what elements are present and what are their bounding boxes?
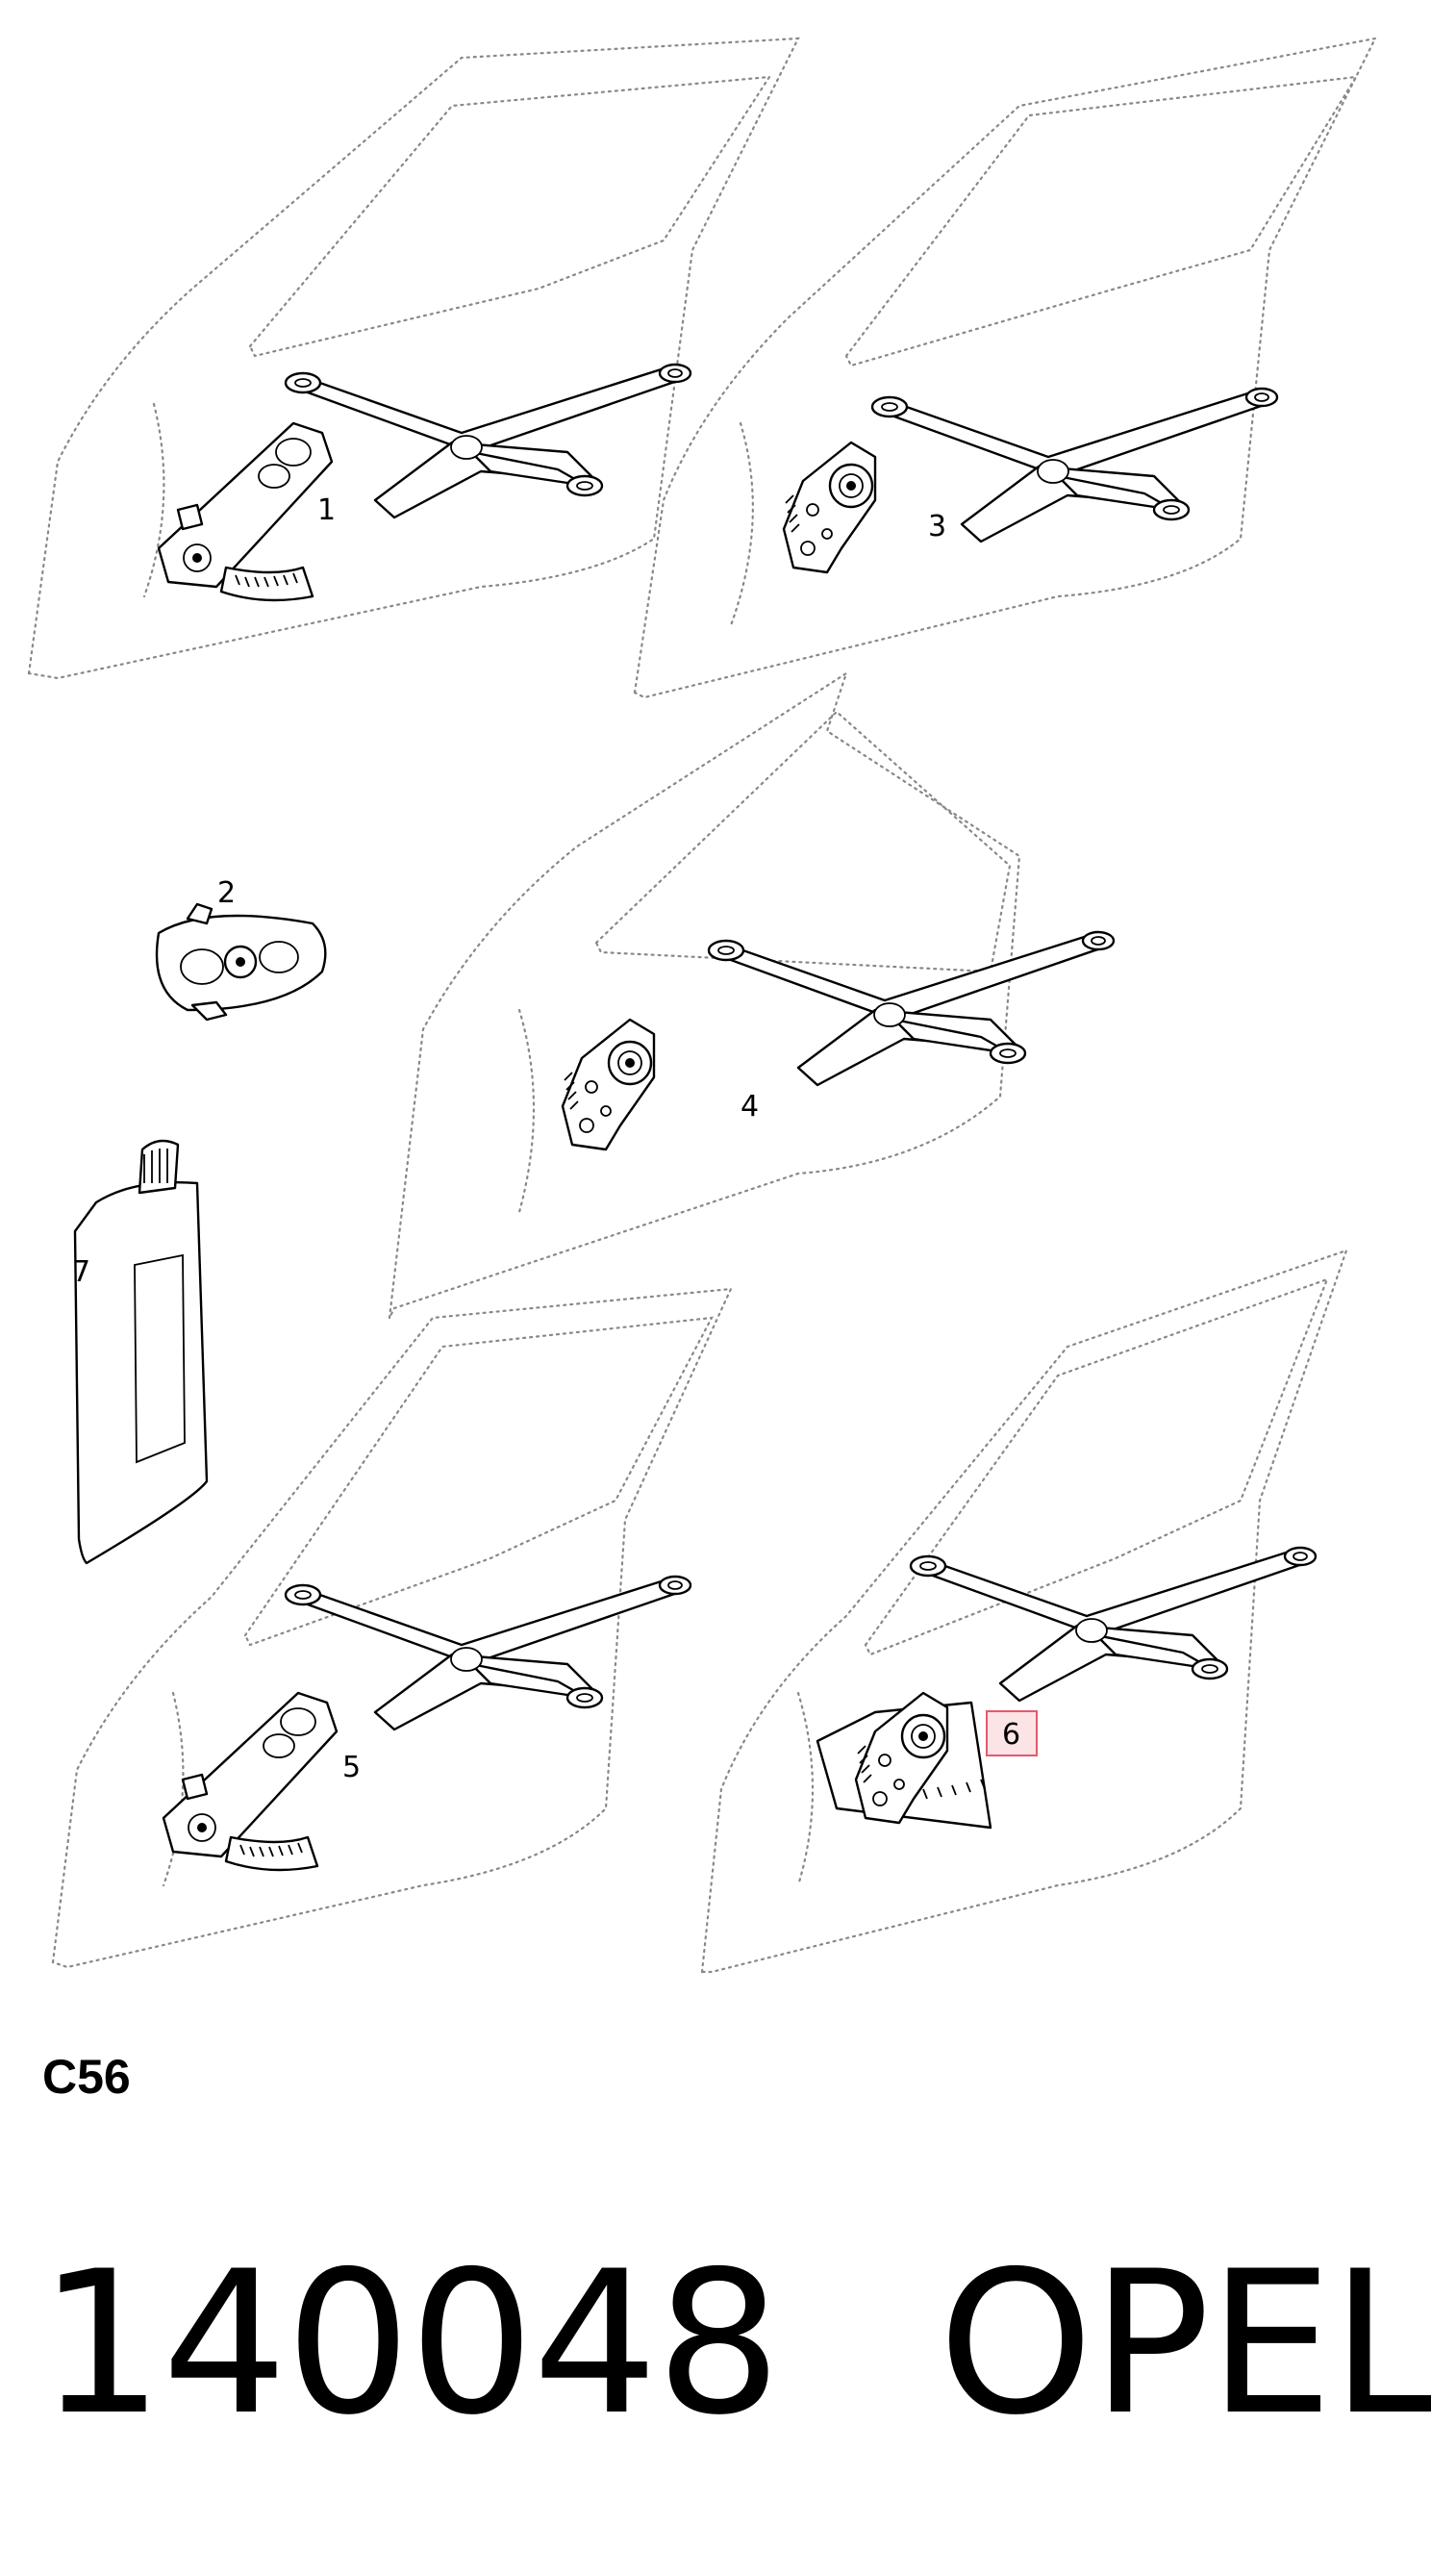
door-outline-item-1 — [27, 37, 800, 680]
window-regulator-item-6 — [909, 1546, 1318, 1703]
brand-name: OPEL — [938, 2230, 1431, 2459]
callout-1[interactable]: 1 — [317, 493, 336, 527]
diagram-code: C56 — [42, 2050, 131, 2104]
crank-plate-item-1 — [157, 421, 334, 602]
part-number: 140048 — [38, 2230, 782, 2459]
callout-7[interactable]: 7 — [72, 1255, 90, 1289]
callout-2[interactable]: 2 — [217, 876, 236, 910]
callout-6-highlight[interactable]: 6 — [986, 1710, 1038, 1756]
window-regulator-item-1 — [284, 363, 692, 519]
callout-6[interactable]: 6 — [1002, 1718, 1020, 1752]
motor-plate-item-3 — [782, 441, 877, 574]
door-outline-item-4 — [388, 670, 1021, 1319]
callout-5[interactable]: 5 — [342, 1751, 361, 1784]
grease-tube-item-7 — [73, 1139, 209, 1565]
callout-4[interactable]: 4 — [741, 1090, 759, 1124]
window-regulator-item-4 — [707, 930, 1116, 1087]
crank-plate-item-5 — [162, 1691, 339, 1872]
door-outline-item-3 — [633, 37, 1377, 699]
gear-housing-item-2 — [155, 902, 327, 1022]
door-outline-item-6 — [700, 1249, 1348, 1974]
callout-3[interactable]: 3 — [928, 510, 946, 543]
door-outline-item-5 — [51, 1287, 733, 1969]
window-regulator-item-5 — [284, 1575, 692, 1731]
motor-plate-item-4 — [561, 1018, 656, 1151]
